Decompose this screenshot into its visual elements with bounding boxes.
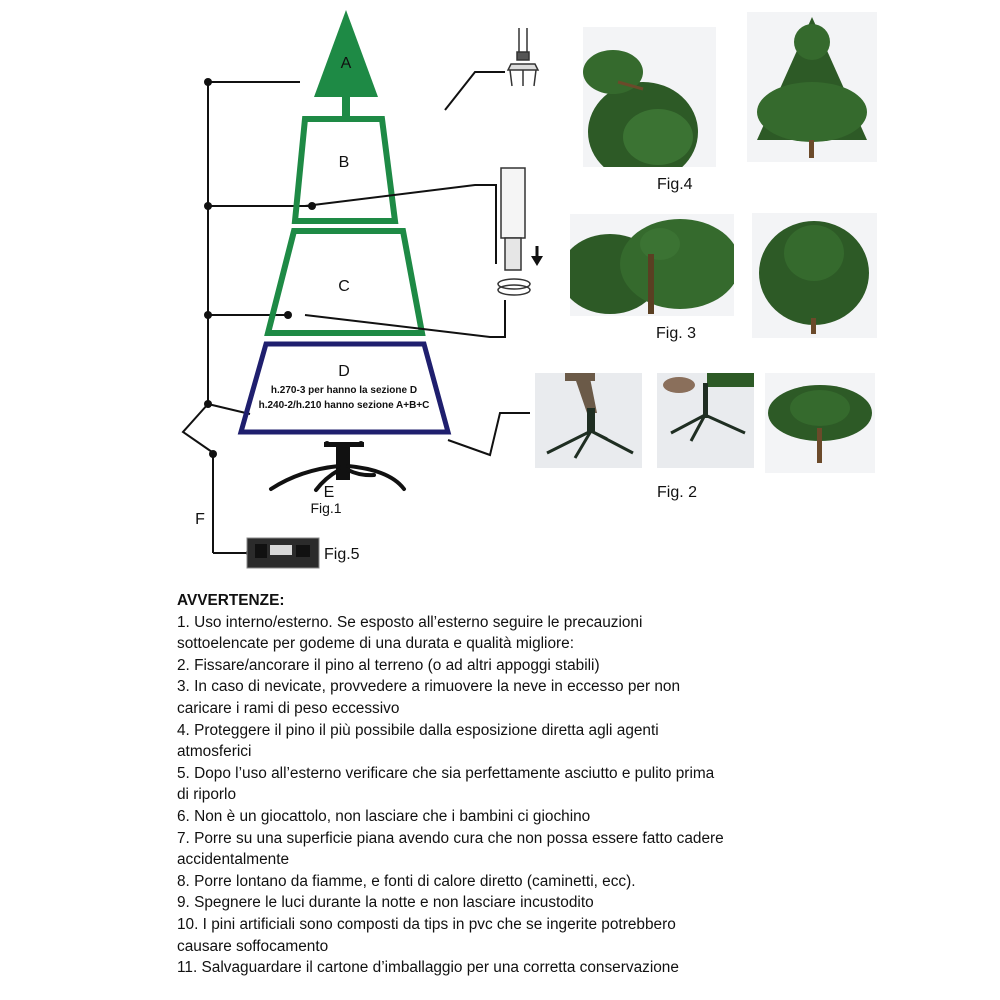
fig4-photo-tree [747, 12, 877, 162]
bracket-dot-c2 [284, 311, 292, 319]
bracket-dot-b1 [204, 202, 212, 210]
fig4-caption: Fig.4 [657, 176, 693, 193]
fig2-photo-tree [765, 373, 875, 473]
warning-line: 10. I pini artificiali sono composti da … [177, 915, 676, 933]
tube-insert-detail [497, 167, 531, 296]
warning-line: 5. Dopo l’uso all’esterno verificare che… [177, 764, 715, 782]
warnings-title: AVVERTENZE: [177, 592, 285, 609]
bracket-dot-c1 [204, 311, 212, 319]
warning-line: 7. Porre su una superficie piana avendo … [177, 829, 724, 847]
fig2-photo-stand [535, 373, 642, 468]
warning-line: 2. Fissare/ancorare il pino al terreno (… [177, 656, 600, 674]
bracket-dot-e [209, 450, 217, 458]
section-f-label: F [195, 511, 205, 528]
tree-section-a: A [314, 10, 378, 116]
fig3-caption: Fig. 3 [656, 325, 697, 342]
tree-section-b: B [291, 116, 399, 224]
section-d-note-1: h.270-3 per hanno la sezione D [271, 385, 417, 396]
tree-section-c: C [264, 228, 426, 336]
warning-line: 6. Non è un giocattolo, non lasciare che… [177, 807, 591, 825]
section-d-label: D [338, 363, 350, 380]
section-e-label: E [324, 484, 335, 501]
bracket-dot-d [204, 400, 212, 408]
fig3-photo-tree [752, 213, 877, 338]
warning-line: 3. In caso di nevicate, provvedere a rim… [177, 678, 681, 696]
section-bracket [181, 81, 312, 554]
arrow-down-icon [531, 246, 543, 266]
connector-a [444, 71, 505, 111]
warning-line: 9. Spegnere le luci durante la notte e n… [177, 894, 594, 912]
warning-line: causare soffocamento [177, 937, 329, 955]
warnings-section: AVVERTENZE: 1. Uso interno/esterno. Se e… [177, 590, 977, 979]
warning-line: accidentalmente [177, 851, 290, 869]
warning-line: di riporlo [177, 786, 237, 804]
fig2-photo-stand-hand [657, 373, 754, 468]
warning-line: sottoelencate per godeme di una durata e… [177, 635, 574, 653]
section-a-label: A [341, 55, 352, 72]
fig1-caption: Fig.1 [310, 500, 341, 516]
connector-c [304, 300, 506, 338]
tree-stand-e: E Fig.1 [269, 441, 406, 516]
warning-line: caricare i rami di peso eccessivo [177, 699, 400, 717]
fig2-caption: Fig. 2 [657, 484, 698, 501]
connector-d [447, 412, 530, 457]
assembly-diagram: A B C D h.270-3 per hanno la sezione D h… [181, 10, 543, 569]
pole-connector-detail [506, 28, 540, 87]
fig4-photo-branch-top [583, 27, 716, 167]
section-c-label: C [338, 278, 350, 295]
connector-b [304, 184, 497, 264]
warning-line: 4. Proteggere il pino il più possibile d… [177, 721, 659, 739]
warning-line: atmosferici [177, 743, 252, 761]
battery-box-icon [246, 537, 320, 569]
fig3-photo-branches [570, 214, 734, 316]
section-b-label: B [339, 154, 350, 171]
warning-line: 8. Porre lontano da fiamme, e fonti di c… [177, 872, 636, 890]
fig5-caption: Fig.5 [324, 546, 360, 563]
warning-line: 1. Uso interno/esterno. Se esposto all’e… [177, 613, 643, 631]
warning-line: 11. Salvaguardare il cartone d’imballagg… [177, 959, 679, 977]
section-d-note-2: h.240-2/h.210 hanno sezione A+B+C [259, 400, 430, 411]
bracket-dot-a [204, 78, 212, 86]
tree-section-d: D h.270-3 per hanno la sezione D h.240-2… [237, 341, 452, 435]
